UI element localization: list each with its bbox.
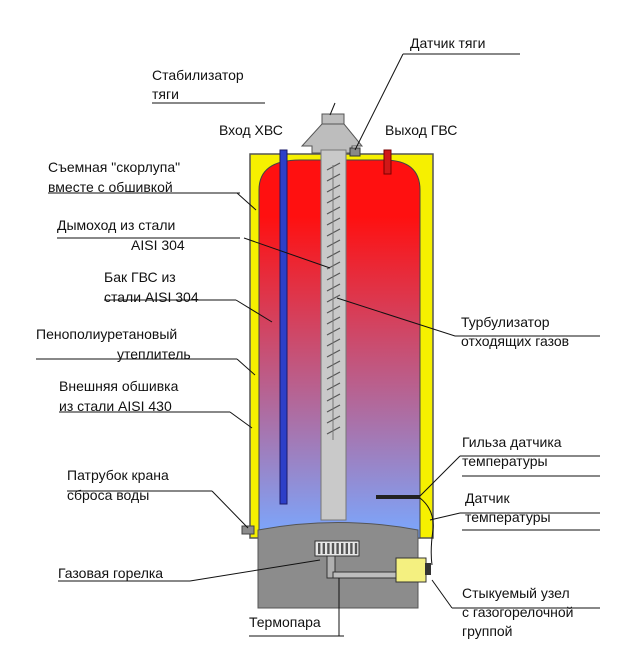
label-draft-sensor: Датчик тяги: [410, 35, 485, 51]
sensor-cable: [419, 497, 434, 566]
label-thermocouple: Термопара: [249, 614, 321, 630]
burner-slot: [350, 543, 353, 554]
burner-slot: [322, 543, 325, 554]
burner-slot: [331, 543, 335, 554]
docking-unit: [395, 557, 427, 583]
label-cold-inlet: Вход ХВС: [219, 122, 283, 138]
thermocouple-probe: [326, 555, 336, 579]
cold-inlet-pipe: [279, 149, 288, 505]
label-underlines: [36, 102, 600, 637]
temperature-sensor-rod: [376, 495, 420, 499]
docking-connector: [425, 563, 431, 575]
burner-slot: [354, 543, 358, 554]
burner-compartment: [257, 522, 419, 609]
thermocouple-tube: [332, 571, 398, 579]
burner-slot: [336, 543, 339, 554]
burner-slots: [318, 543, 358, 554]
label-removable-shell: Съемная "скорлупа"вместе с обшивкой: [48, 159, 180, 195]
hood-cap: [321, 113, 345, 125]
burner-slot: [327, 543, 330, 554]
label-hot-outlet: Выход ГВС: [385, 122, 457, 138]
burner-slot: [341, 543, 344, 554]
turbulator-spiral: [326, 162, 341, 440]
burner-slot: [318, 543, 321, 554]
draft-sensor-device: [349, 147, 361, 157]
hot-outlet-pipe: [383, 149, 392, 175]
drain-fitting: [241, 525, 255, 535]
burner-slot: [345, 543, 348, 554]
leader-lines: [189, 53, 600, 636]
label-gas-burner: Газовая горелка: [58, 565, 163, 581]
